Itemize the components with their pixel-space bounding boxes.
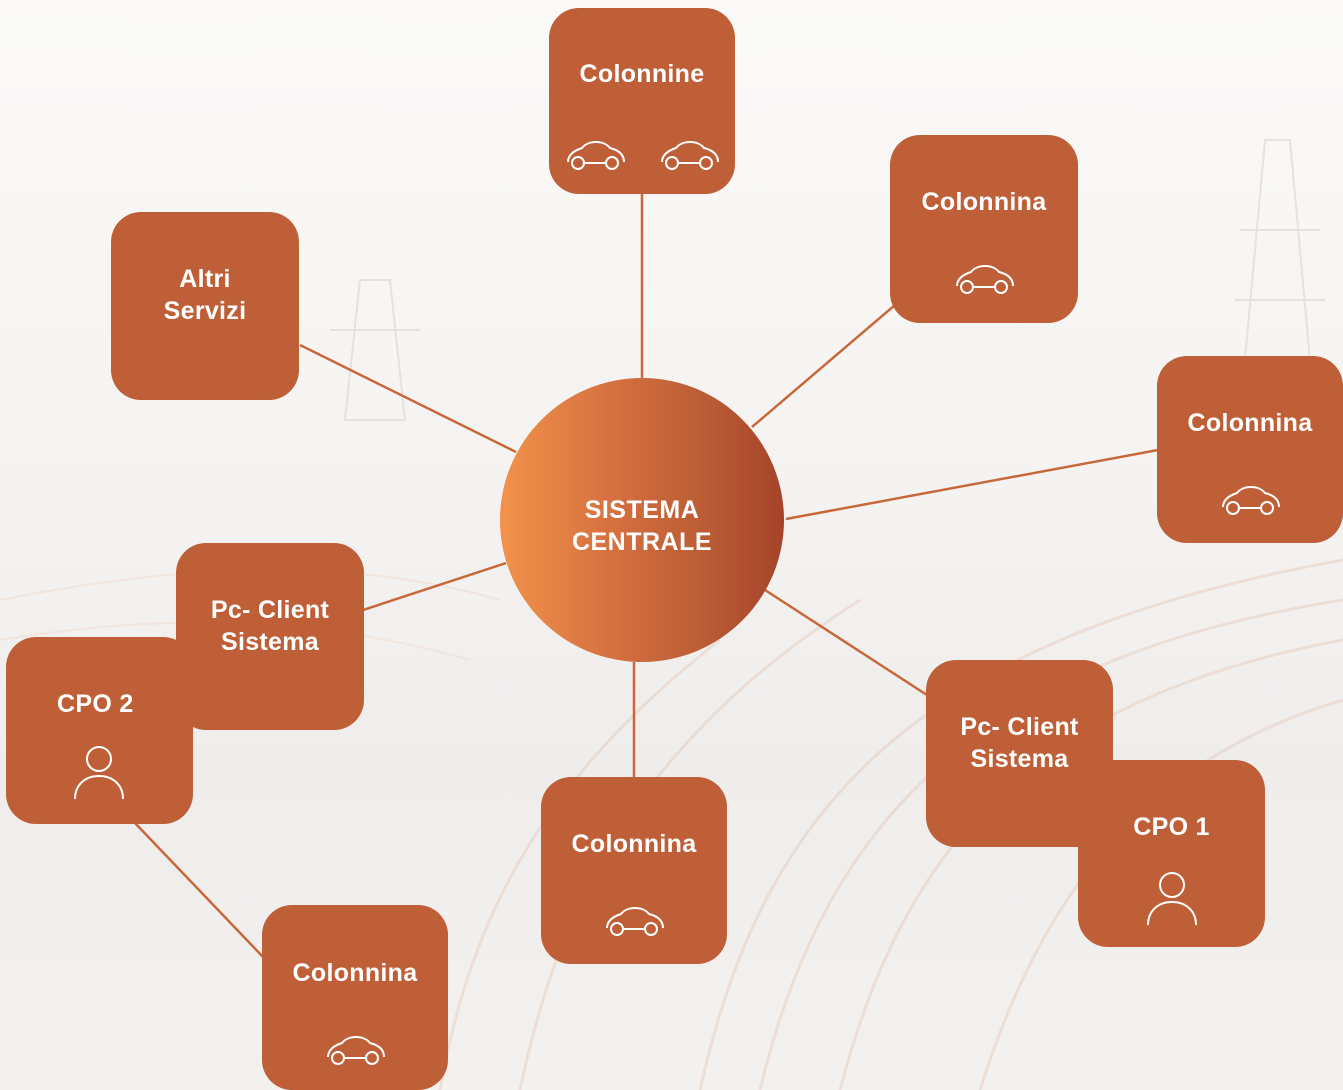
central-label-line2: CENTRALE xyxy=(571,528,713,556)
node-colonnina-top-right: Colonnina xyxy=(890,135,1078,323)
node-colonnina-bottom: Colonnina xyxy=(541,777,727,964)
node-label-line1: Altri xyxy=(179,265,231,293)
user-icon xyxy=(74,746,124,800)
car-icon xyxy=(661,141,719,170)
connector-cpo2-colonnina xyxy=(133,821,265,959)
connector-pc-client-right xyxy=(764,588,931,699)
node-label: Colonnine xyxy=(579,60,705,88)
car-icon xyxy=(1222,486,1280,515)
central-system-node: SISTEMA CENTRALE xyxy=(500,378,784,662)
car-icon xyxy=(327,1036,385,1065)
user-icon xyxy=(1146,872,1197,926)
central-label-line1: SISTEMA xyxy=(584,496,700,524)
node-colonnina-bottom-left: Colonnina xyxy=(262,905,448,1090)
connector-pc-client-left xyxy=(362,561,507,612)
node-label: CPO 1 xyxy=(1133,813,1210,841)
connector-altri-servizi xyxy=(299,343,517,454)
node-colonnina-right: Colonnina xyxy=(1157,356,1343,543)
node-label-line2: Servizi xyxy=(163,297,247,325)
car-icon xyxy=(567,141,625,170)
node-label-line2: Sistema xyxy=(970,745,1069,773)
node-label: CPO 2 xyxy=(57,690,134,718)
car-icon xyxy=(956,265,1014,294)
node-pc-client-left: Pc- Client Sistema xyxy=(176,543,364,730)
node-label-line1: Pc- Client xyxy=(210,596,330,624)
node-label: Pc- Client Sistema xyxy=(176,594,364,658)
node-label: Colonnina xyxy=(292,959,418,987)
node-label-line2: Sistema xyxy=(221,628,319,656)
node-colonnine-top: Colonnine xyxy=(549,8,735,194)
node-label: Colonnina xyxy=(1187,409,1313,437)
node-cpo2: CPO 2 xyxy=(6,637,193,824)
node-label: Colonnina xyxy=(921,188,1047,216)
node-label: Altri Servizi xyxy=(111,263,299,327)
node-label: Pc- Client Sistema xyxy=(926,711,1113,775)
central-system-label: SISTEMA CENTRALE xyxy=(500,494,784,558)
node-label-line1: Pc- Client xyxy=(960,713,1079,741)
node-altri-servizi: Altri Servizi xyxy=(111,212,299,400)
connector-colonnina-right xyxy=(785,448,1159,521)
node-cpo1: CPO 1 xyxy=(1078,760,1265,947)
node-label: Colonnina xyxy=(571,830,697,858)
connector-colonnina-top-right xyxy=(751,304,896,428)
car-icon xyxy=(606,907,664,936)
